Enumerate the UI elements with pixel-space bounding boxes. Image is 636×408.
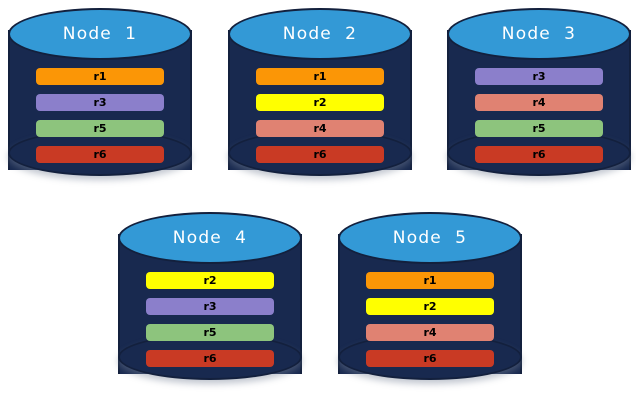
replica-bar-r1[interactable]: r1	[36, 68, 164, 85]
cylinder-top-ellipse	[118, 212, 302, 264]
replica-bar-r4[interactable]: r4	[475, 94, 603, 111]
node-label: Node 2	[282, 24, 358, 44]
replica-bar-r3[interactable]: r3	[475, 68, 603, 85]
replica-bar-r5[interactable]: r5	[475, 120, 603, 137]
replica-bar-r2[interactable]: r2	[366, 298, 494, 315]
node-label: Node 4	[172, 228, 248, 248]
replica-bar-r6[interactable]: r6	[475, 146, 603, 163]
replica-label: r4	[313, 122, 327, 135]
replica-bar-r2[interactable]: r2	[146, 272, 274, 289]
database-node-3[interactable]: Node 3 r3 r4 r5 r6	[447, 8, 631, 190]
replica-bar-r5[interactable]: r5	[36, 120, 164, 137]
cylinder-top-ellipse	[228, 8, 412, 60]
node-label: Node 5	[392, 228, 468, 248]
replica-label: r3	[93, 96, 107, 109]
node-label: Node 3	[501, 24, 577, 44]
replica-label: r6	[313, 148, 327, 161]
replica-bar-r5[interactable]: r5	[146, 324, 274, 341]
replica-label: r4	[532, 96, 546, 109]
replica-label: r4	[423, 326, 437, 339]
database-node-4[interactable]: Node 4 r2 r3 r5 r6	[118, 212, 302, 394]
replica-label: r6	[532, 148, 546, 161]
replica-label: r6	[203, 352, 217, 365]
replica-label: r6	[423, 352, 437, 365]
replica-bar-r3[interactable]: r3	[36, 94, 164, 111]
replica-stack: r1 r3 r5 r6	[36, 68, 164, 172]
replica-bar-r4[interactable]: r4	[366, 324, 494, 341]
database-node-2[interactable]: Node 2 r1 r2 r4 r6	[228, 8, 412, 190]
replica-bar-r6[interactable]: r6	[146, 350, 274, 367]
replica-bar-r6[interactable]: r6	[366, 350, 494, 367]
replica-bar-r2[interactable]: r2	[256, 94, 384, 111]
cylinder-top-ellipse	[338, 212, 522, 264]
replica-bar-r1[interactable]: r1	[256, 68, 384, 85]
replica-label: r5	[532, 122, 546, 135]
cylinder-top-ellipse	[8, 8, 192, 60]
replica-label: r3	[203, 300, 217, 313]
replica-bar-r6[interactable]: r6	[256, 146, 384, 163]
replica-stack: r1 r2 r4 r6	[256, 68, 384, 172]
replica-stack: r1 r2 r4 r6	[366, 272, 494, 376]
replica-label: r2	[203, 274, 217, 287]
replica-label: r2	[423, 300, 437, 313]
replica-label: r5	[203, 326, 217, 339]
replica-label: r1	[313, 70, 327, 83]
node-label: Node 1	[62, 24, 138, 44]
replica-label: r3	[532, 70, 546, 83]
database-node-5[interactable]: Node 5 r1 r2 r4 r6	[338, 212, 522, 394]
replica-label: r2	[313, 96, 327, 109]
replica-bar-r6[interactable]: r6	[36, 146, 164, 163]
replica-label: r1	[423, 274, 437, 287]
replica-label: r5	[93, 122, 107, 135]
replica-bar-r1[interactable]: r1	[366, 272, 494, 289]
replica-label: r6	[93, 148, 107, 161]
replica-bar-r3[interactable]: r3	[146, 298, 274, 315]
replica-stack: r2 r3 r5 r6	[146, 272, 274, 376]
database-node-1[interactable]: Node 1 r1 r3 r5 r6	[8, 8, 192, 190]
replica-bar-r4[interactable]: r4	[256, 120, 384, 137]
cylinder-top-ellipse	[447, 8, 631, 60]
replica-label: r1	[93, 70, 107, 83]
replica-stack: r3 r4 r5 r6	[475, 68, 603, 172]
